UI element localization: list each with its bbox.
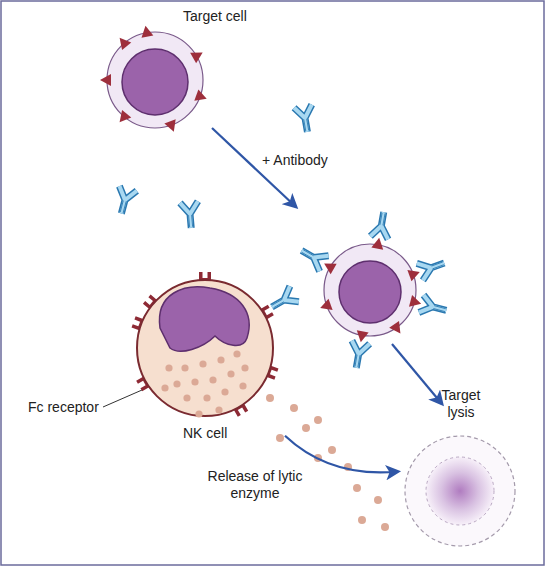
cell-shape [95,8,265,138]
step-label: + Antibody [262,152,362,169]
coated-target-cell [297,211,449,370]
cell-heading: Target cell [183,8,273,25]
leader-line [103,390,142,407]
nk-cell: NK cell [125,268,285,453]
cell-heading: NK cell [183,425,253,442]
edge-label: Release of lytic enzyme [205,468,305,502]
part-label: Fc receptor [28,399,118,416]
cell-heading: Target lysis [430,387,492,421]
lysed-target: Target lysis [398,383,523,548]
target-cell: Target cell [95,8,265,138]
bound-antibody [267,286,299,315]
process-arrow [392,344,442,404]
enzyme-granules [266,394,389,531]
release-arrow [285,436,398,473]
